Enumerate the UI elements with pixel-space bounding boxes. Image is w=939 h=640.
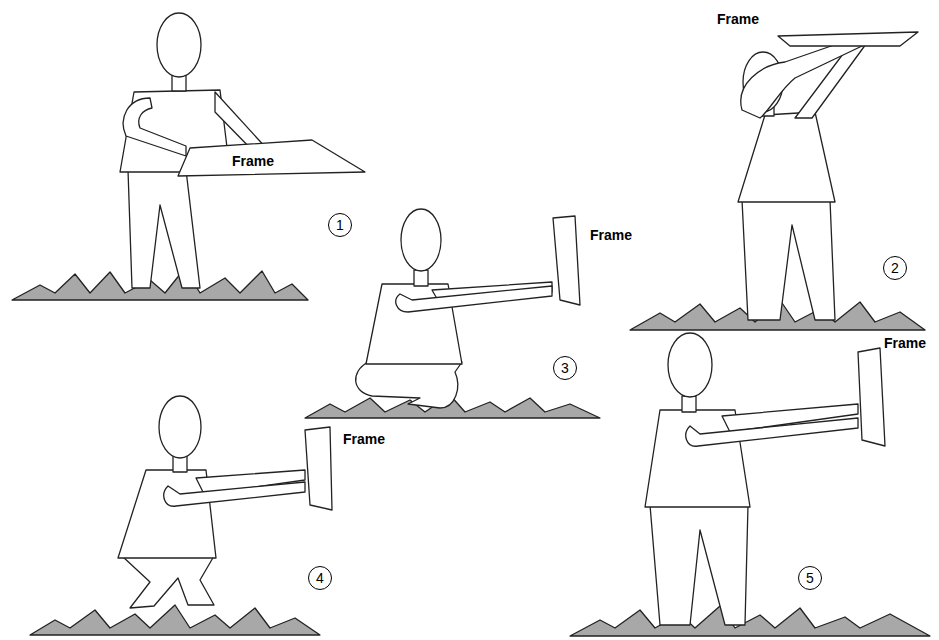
frame bbox=[858, 348, 885, 446]
frame-label: Frame bbox=[590, 228, 632, 242]
figure-standing-holding-frame bbox=[645, 333, 885, 625]
callout-circle: 1 bbox=[328, 213, 352, 237]
callout-circle: 3 bbox=[553, 356, 577, 380]
frame bbox=[778, 32, 918, 46]
callout-number: 4 bbox=[316, 571, 324, 585]
frame bbox=[305, 427, 332, 510]
frame bbox=[178, 140, 365, 176]
callout-circle: 4 bbox=[308, 566, 332, 590]
figure-holding-frame-overhead bbox=[738, 32, 918, 320]
figure-crouching-holding-frame bbox=[118, 396, 332, 608]
callout-number: 5 bbox=[806, 571, 814, 585]
figure-holding-frame-low bbox=[120, 13, 365, 288]
frame-label: Frame bbox=[232, 154, 274, 168]
ground bbox=[30, 605, 320, 635]
callout-number: 3 bbox=[561, 361, 569, 375]
callout-number: 1 bbox=[336, 218, 344, 232]
frame-label: Frame bbox=[717, 12, 759, 26]
ground bbox=[12, 268, 308, 300]
frame-label: Frame bbox=[884, 336, 926, 350]
callout-circle: 5 bbox=[798, 566, 822, 590]
figure-kneeling-holding-frame bbox=[356, 209, 580, 408]
callout-number: 2 bbox=[891, 261, 899, 275]
frame-label: Frame bbox=[343, 432, 385, 446]
frame bbox=[553, 216, 580, 305]
callout-circle: 2 bbox=[883, 256, 907, 280]
ground bbox=[570, 606, 930, 636]
